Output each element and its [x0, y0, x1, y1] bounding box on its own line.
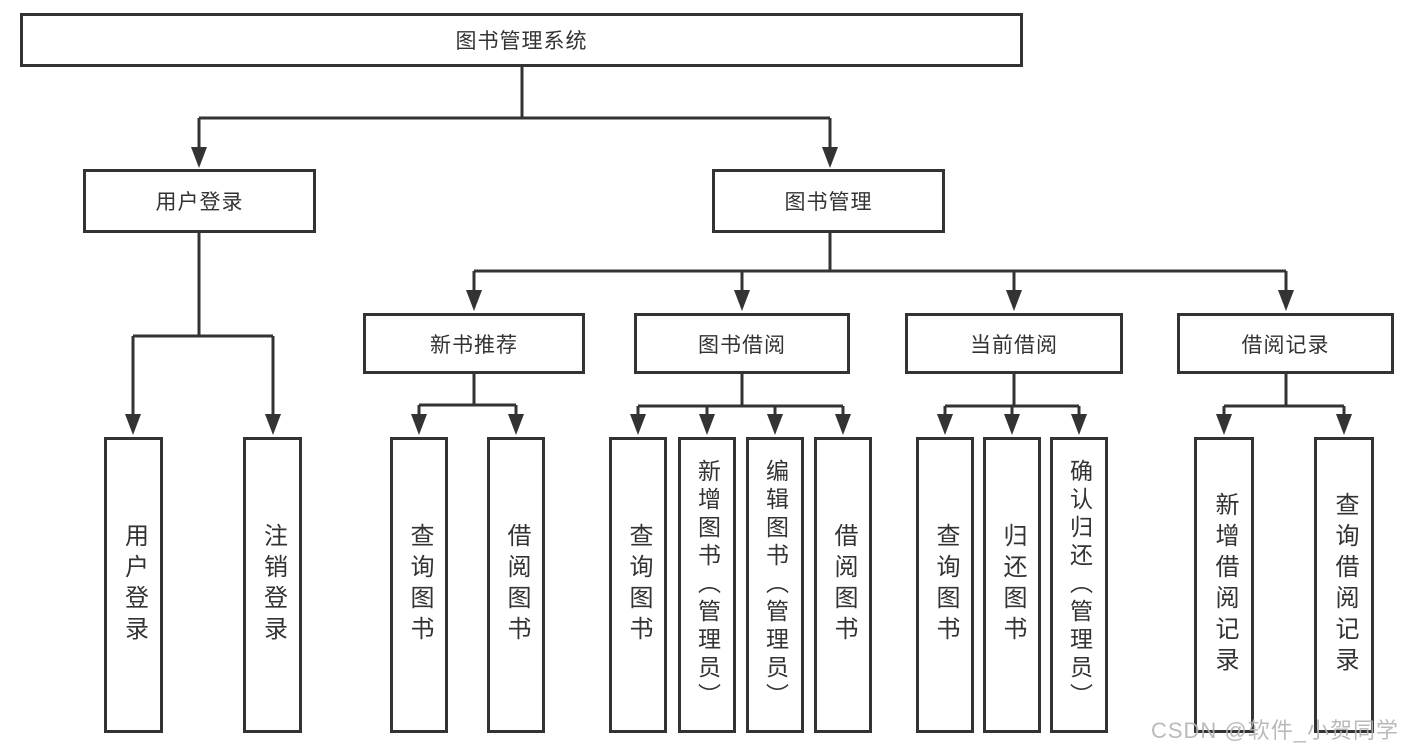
leaf-user-login: 用户登录 [104, 437, 163, 733]
connector-new-book-to-leaves [411, 374, 524, 435]
leaf-query-borrow-record: 查询借阅记录 [1314, 437, 1374, 733]
connector-records-to-leaves [1216, 374, 1352, 435]
leaf-logout: 注销登录 [243, 437, 302, 733]
leaf-query-books-current: 查询图书 [916, 437, 974, 733]
connector-current-borrow-to-leaves [937, 374, 1087, 435]
connector-root-to-level2 [191, 67, 838, 168]
leaf-query-books-borrow: 查询图书 [609, 437, 667, 733]
node-user-login: 用户登录 [83, 169, 316, 233]
connector-user-login-to-leaves [125, 232, 281, 435]
leaf-add-books-admin: 新增图书（管理员） [678, 437, 736, 733]
node-borrowing-records: 借阅记录 [1177, 313, 1394, 374]
leaf-edit-books-admin-label: 编辑图书（管理员） [762, 459, 789, 711]
csdn-watermark: CSDN @软件_小贺同学 [1150, 718, 1399, 743]
node-book-management: 图书管理 [712, 169, 945, 233]
leaf-borrow-books-recommend: 借阅图书 [487, 437, 545, 733]
leaf-borrow-books: 借阅图书 [814, 437, 872, 733]
leaf-borrow-books-label: 借阅图书 [830, 523, 857, 647]
node-new-book-recommendation-label: 新书推荐 [430, 333, 518, 357]
leaf-query-books-current-label: 查询图书 [932, 523, 959, 647]
node-user-login-label: 用户登录 [155, 191, 244, 214]
node-new-book-recommendation: 新书推荐 [363, 313, 585, 374]
node-current-borrowing-label: 当前借阅 [970, 333, 1058, 357]
leaf-user-login-label: 用户登录 [120, 523, 148, 647]
node-library-system-label: 图书管理系统 [455, 30, 588, 53]
leaf-query-books-borrow-label: 查询图书 [625, 523, 652, 647]
leaf-return-books-label: 归还图书 [999, 523, 1026, 647]
leaf-add-borrow-record: 新增借阅记录 [1194, 437, 1254, 733]
leaf-logout-label: 注销登录 [259, 523, 287, 647]
leaf-return-books: 归还图书 [983, 437, 1041, 733]
leaf-confirm-return-admin-label: 确认归还（管理员） [1066, 459, 1093, 711]
connector-book-management-to-level3 [466, 233, 1294, 311]
leaf-add-books-admin-label: 新增图书（管理员） [694, 459, 721, 711]
leaf-add-borrow-record-label: 新增借阅记录 [1211, 492, 1238, 678]
leaf-query-books-recommend: 查询图书 [390, 437, 448, 733]
leaf-edit-books-admin: 编辑图书（管理员） [746, 437, 804, 733]
leaf-query-books-recommend-label: 查询图书 [406, 523, 433, 647]
node-library-system: 图书管理系统 [20, 13, 1023, 67]
node-book-management-label: 图书管理 [784, 191, 873, 214]
leaf-borrow-books-recommend-label: 借阅图书 [503, 523, 530, 647]
node-book-borrowing: 图书借阅 [634, 313, 850, 374]
node-borrowing-records-label: 借阅记录 [1241, 333, 1330, 357]
node-current-borrowing: 当前借阅 [905, 313, 1123, 374]
leaf-query-borrow-record-label: 查询借阅记录 [1331, 492, 1358, 678]
node-book-borrowing-label: 图书借阅 [698, 333, 786, 357]
leaf-confirm-return-admin: 确认归还（管理员） [1050, 437, 1108, 733]
connector-book-borrow-to-leaves [630, 374, 851, 435]
